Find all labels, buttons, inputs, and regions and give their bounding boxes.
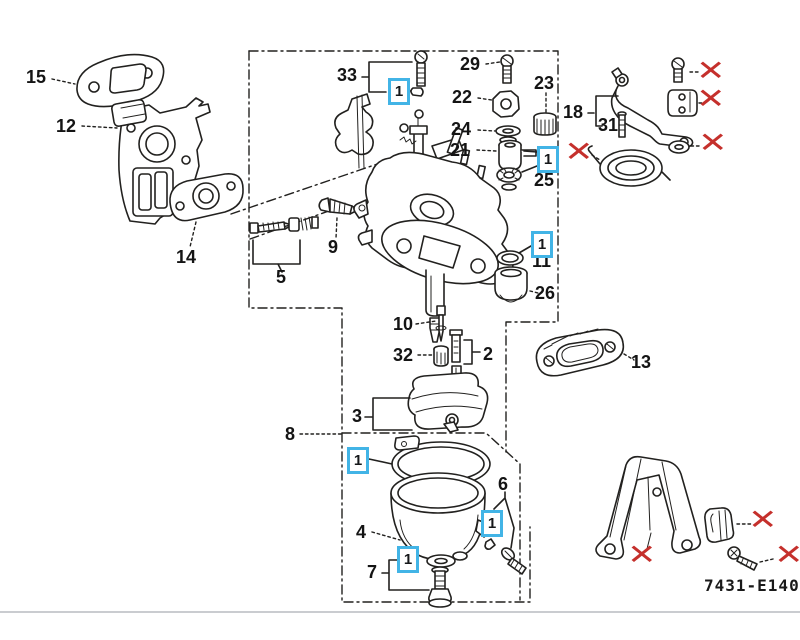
part-label-32: 32	[393, 345, 414, 365]
page-divider	[0, 611, 800, 613]
part-label-33: 33	[337, 65, 358, 85]
quantity-hotspot-25[interactable]: 1	[537, 146, 559, 173]
part-label-13: 13	[631, 352, 652, 372]
deleted-x-icon: ✕	[627, 538, 657, 571]
part-label-3: 3	[352, 406, 363, 426]
part-label-25: 25	[534, 170, 555, 190]
part-label-12: 12	[56, 116, 77, 136]
part-label-6: 6	[498, 474, 509, 494]
part-label-2: 2	[483, 344, 494, 364]
part-label-18: 18	[563, 102, 584, 122]
part-label-22: 22	[452, 87, 473, 107]
quantity-hotspot-6[interactable]: 1	[481, 510, 503, 537]
deleted-x-icon: ✕	[696, 82, 726, 115]
part-label-14: 14	[176, 247, 197, 267]
part-label-9: 9	[328, 237, 339, 257]
part-label-4: 4	[356, 522, 367, 542]
part-label-26: 26	[535, 283, 556, 303]
part-label-7: 7	[367, 562, 378, 582]
part-label-23: 23	[534, 73, 555, 93]
part-label-24: 24	[451, 119, 472, 139]
deleted-x-icon: ✕	[698, 126, 728, 159]
diagram-code: 7431-E140	[704, 576, 800, 595]
part-label-10: 10	[393, 314, 414, 334]
deleted-x-icon: ✕	[696, 54, 726, 87]
part-label-15: 15	[26, 67, 47, 87]
part-label-21: 21	[450, 140, 471, 160]
part-label-5: 5	[276, 267, 287, 287]
part-label-29: 29	[460, 54, 481, 74]
quantity-hotspot-7[interactable]: 1	[397, 546, 419, 573]
deleted-x-icon: ✕	[774, 541, 800, 569]
quantity-hotspot-11[interactable]: 1	[531, 231, 553, 258]
deleted-x-icon: ✕	[564, 135, 594, 168]
part-label-8: 8	[285, 424, 296, 444]
deleted-x-icon: ✕	[748, 503, 778, 536]
quantity-hotspot-33[interactable]: 1	[388, 78, 410, 105]
part-label-31: 31	[598, 115, 619, 135]
quantity-hotspot-bowl-oring[interactable]: 1	[347, 447, 369, 474]
